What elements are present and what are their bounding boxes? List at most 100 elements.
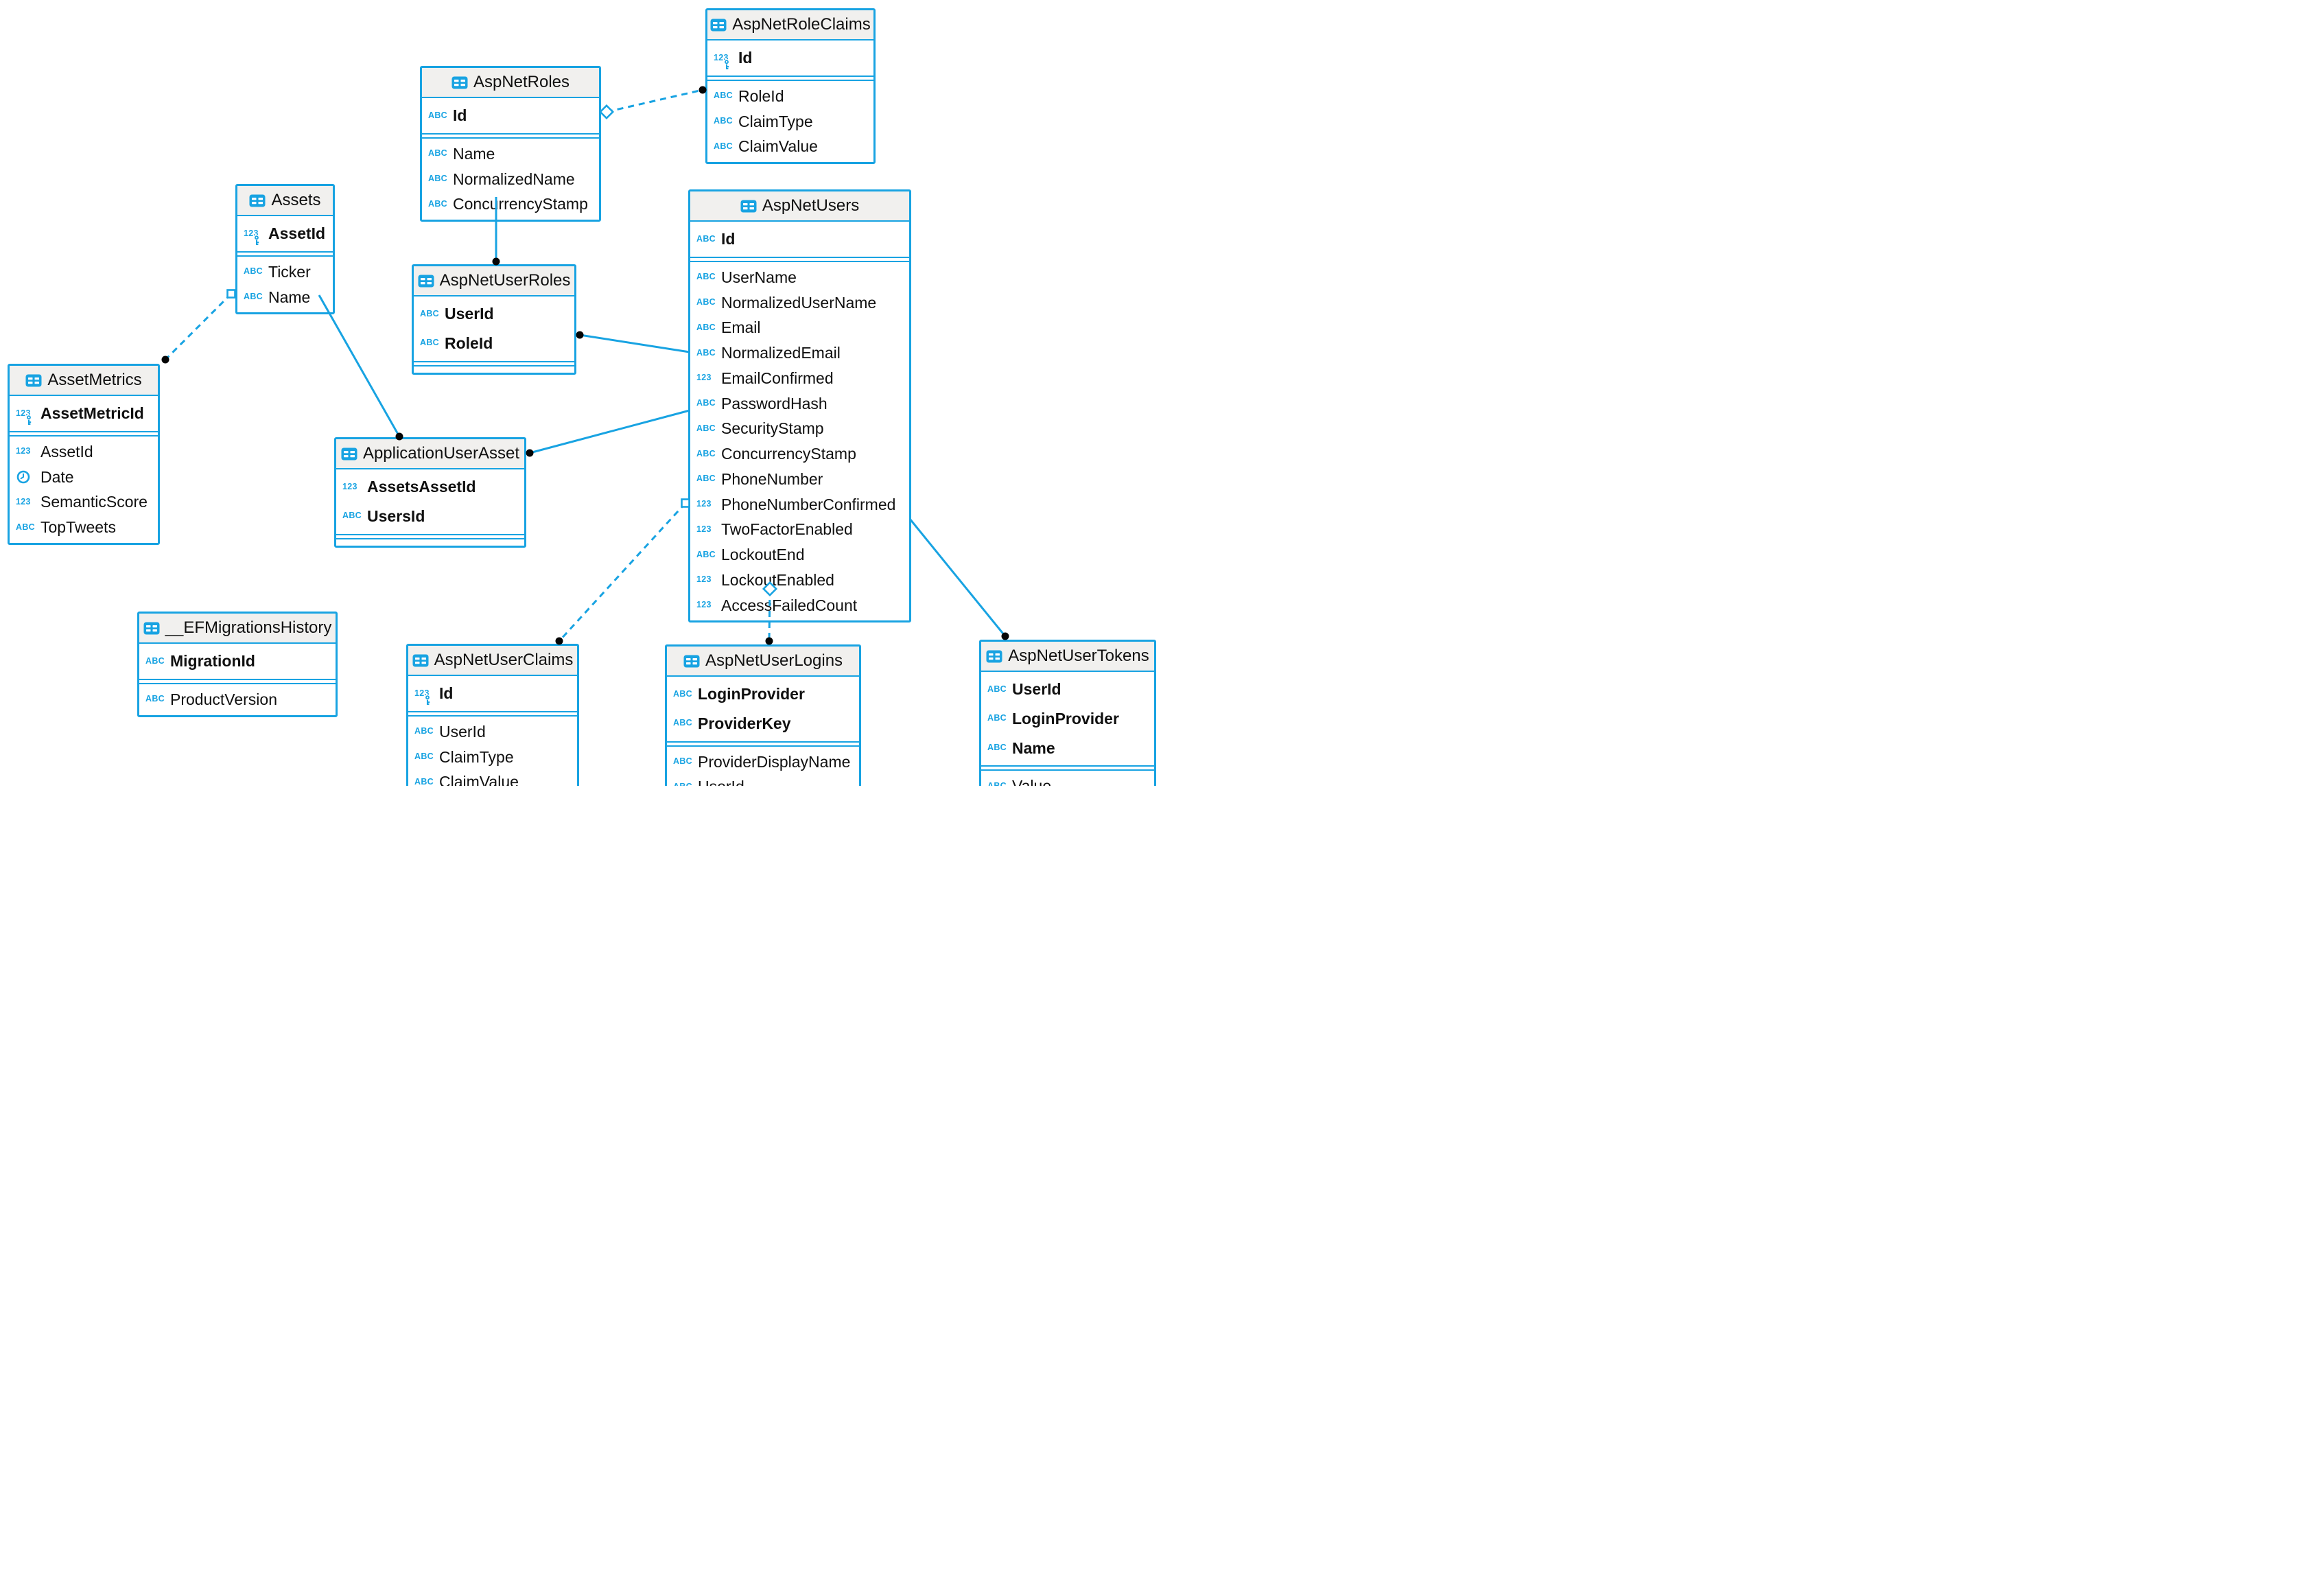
column-name: LoginProvider [698, 685, 805, 703]
section-divider-gap [981, 767, 1154, 770]
text-type-icon: ABC [987, 713, 1007, 723]
text-type-icon: ABC [428, 198, 447, 209]
table-icon [451, 76, 468, 89]
column-name: RoleId [445, 334, 493, 352]
table-header: AspNetRoles [422, 68, 599, 98]
relationship-dot-end [526, 449, 534, 457]
column-name: AssetsAssetId [367, 478, 476, 496]
text-type-icon: ABC [714, 141, 733, 151]
column-name: LoginProvider [1012, 709, 1119, 728]
text-type-icon: ABC [414, 752, 434, 762]
columns-section: ABCProviderDisplayNameABCUserId [667, 745, 859, 786]
table-name: AspNetUserRoles [439, 271, 571, 290]
section-divider-gap [237, 252, 333, 255]
text-type-icon: ABC [145, 655, 165, 666]
column-name: UserId [445, 305, 494, 323]
table-name: AssetMetrics [47, 371, 142, 389]
column-name: Id [439, 684, 454, 702]
table-name: Assets [271, 191, 321, 209]
table-header: Assets [237, 186, 333, 216]
column-name: AccessFailedCount [721, 596, 858, 614]
text-type-icon: ABC [145, 694, 165, 704]
table-icon [25, 374, 42, 386]
table-icon [143, 622, 160, 634]
relationship-line-ApplicationUserAsset-AspNetUsers [529, 409, 690, 454]
table-name: AspNetRoleClaims [732, 15, 871, 34]
column-name: SemanticScore [40, 493, 148, 511]
column-name: AssetId [40, 442, 93, 461]
text-type-icon: ABC [696, 549, 716, 559]
column-name: ProviderKey [698, 714, 791, 732]
table-header: AspNetRoleClaims [707, 10, 873, 40]
text-type-icon: ABC [696, 398, 716, 408]
primary-key-icon [424, 694, 431, 705]
text-type-icon: ABC [673, 756, 692, 767]
table-header: ApplicationUserAsset [336, 439, 524, 469]
table-icon [740, 200, 757, 212]
number-type-icon: 123 [714, 53, 738, 69]
column-name: ConcurrencyStamp [453, 195, 588, 213]
column-name: SecurityStamp [721, 419, 824, 438]
column-row: ABCValue [981, 773, 1154, 786]
table-icon [986, 650, 1002, 662]
section-divider-gap [139, 679, 336, 683]
text-type-icon: ABC [420, 308, 439, 318]
number-type-icon: 123 [696, 524, 712, 534]
relationship-line-AspNetRoles-AspNetRoleClaims [606, 89, 703, 113]
text-type-icon: ABC [673, 688, 692, 699]
relationship-dot-end [161, 356, 169, 364]
column-name: Ticker [268, 262, 311, 281]
number-type-icon: 123 [16, 446, 31, 456]
section-divider-gap [707, 76, 873, 80]
column-name: ClaimType [738, 112, 813, 130]
text-type-icon: ABC [428, 174, 447, 184]
section-divider-gap [690, 257, 909, 261]
text-type-icon: ABC [342, 511, 362, 521]
table-name: AspNetUsers [762, 196, 860, 215]
relationship-dot-end [576, 331, 584, 339]
relationship-line-Assets-ApplicationUserAsset [318, 294, 401, 437]
text-type-icon: ABC [696, 474, 716, 484]
number-type-icon: 123 [696, 499, 712, 509]
table-header: AssetMetrics [10, 366, 158, 396]
relationship-line-Assets-AssetMetrics [164, 292, 233, 361]
text-type-icon: ABC [244, 266, 263, 277]
